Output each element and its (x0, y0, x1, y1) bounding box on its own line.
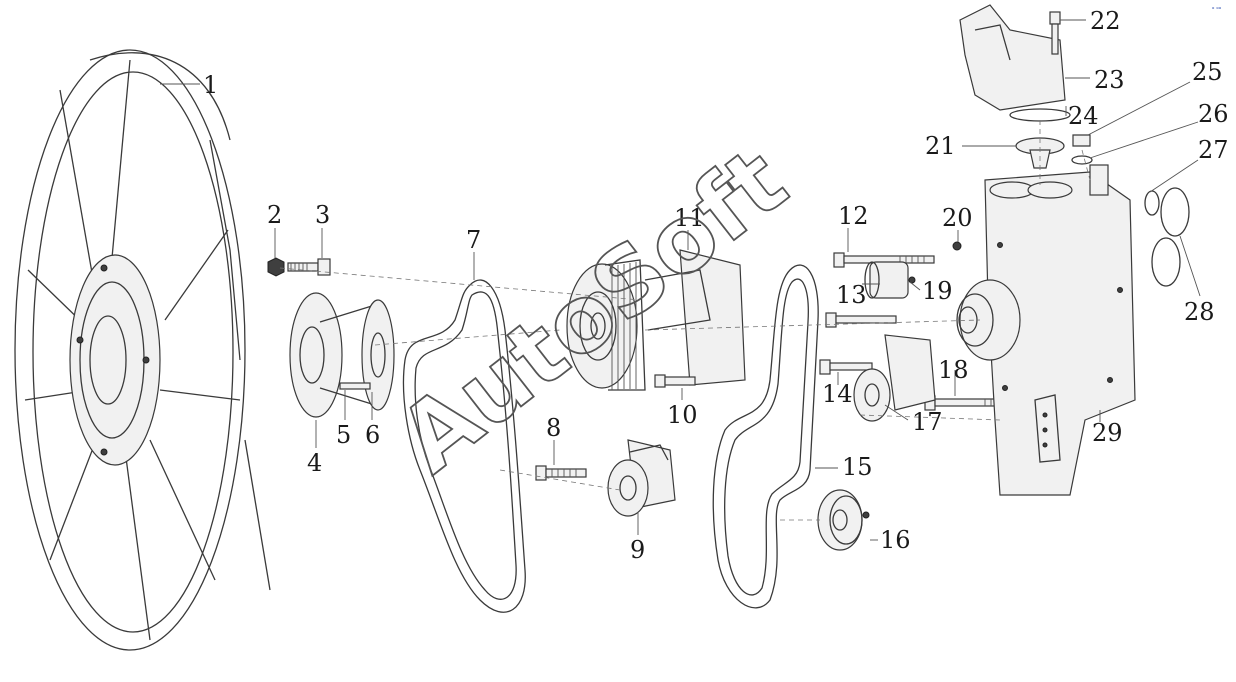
callout-10: 10 (667, 401, 698, 429)
idler-pulley-9 (607, 439, 676, 517)
callout-9: 9 (630, 536, 645, 564)
fan-assembly (14, 49, 271, 651)
bolt-8 (535, 465, 587, 481)
corner-mark: ᵒ ᵒᵒ (1212, 6, 1222, 13)
alignment-lines (279, 120, 1091, 521)
callout-6: 6 (365, 421, 380, 449)
thermostat-housing (959, 4, 1093, 169)
callout-23: 23 (1094, 66, 1125, 94)
callout-4: 4 (307, 449, 322, 477)
callout-25: 25 (1192, 58, 1223, 86)
callout-15: 15 (842, 453, 873, 481)
water-pump-housing (956, 164, 1190, 496)
callout-11: 11 (674, 204, 705, 232)
callout-18: 18 (938, 356, 969, 384)
callout-5: 5 (336, 421, 351, 449)
belt-7 (402, 279, 526, 613)
callout-14: 14 (822, 380, 853, 408)
callout-7: 7 (466, 226, 481, 254)
callout-28: 28 (1184, 298, 1215, 326)
long-bolts (819, 252, 1016, 411)
callout-17: 17 (912, 408, 943, 436)
callout-2: 2 (267, 201, 282, 229)
callout-1: 1 (203, 71, 218, 99)
callout-3: 3 (315, 201, 330, 229)
callout-21: 21 (925, 132, 956, 160)
callout-16: 16 (880, 526, 911, 554)
callout-8: 8 (546, 414, 561, 442)
callout-29: 29 (1092, 419, 1123, 447)
callout-19: 19 (922, 277, 953, 305)
callout-27: 27 (1198, 136, 1229, 164)
callout-13: 13 (836, 281, 867, 309)
callout-22: 22 (1090, 7, 1121, 35)
tensioner-17-19-20 (853, 241, 962, 422)
fan-hub-spacer (289, 292, 395, 418)
callout-labels: 1 2 3 4 5 6 7 8 9 10 11 12 13 14 15 16 1… (203, 7, 1229, 564)
callout-26: 26 (1198, 100, 1229, 128)
leader-lines (160, 19, 1201, 541)
callout-24: 24 (1068, 102, 1099, 130)
callout-20: 20 (942, 204, 973, 232)
idler-pulley-16 (817, 489, 870, 551)
nut-and-bolt (267, 257, 331, 277)
belt-15 (712, 264, 819, 609)
viscous-pulley-bracket (566, 249, 746, 391)
callout-12: 12 (838, 202, 869, 230)
